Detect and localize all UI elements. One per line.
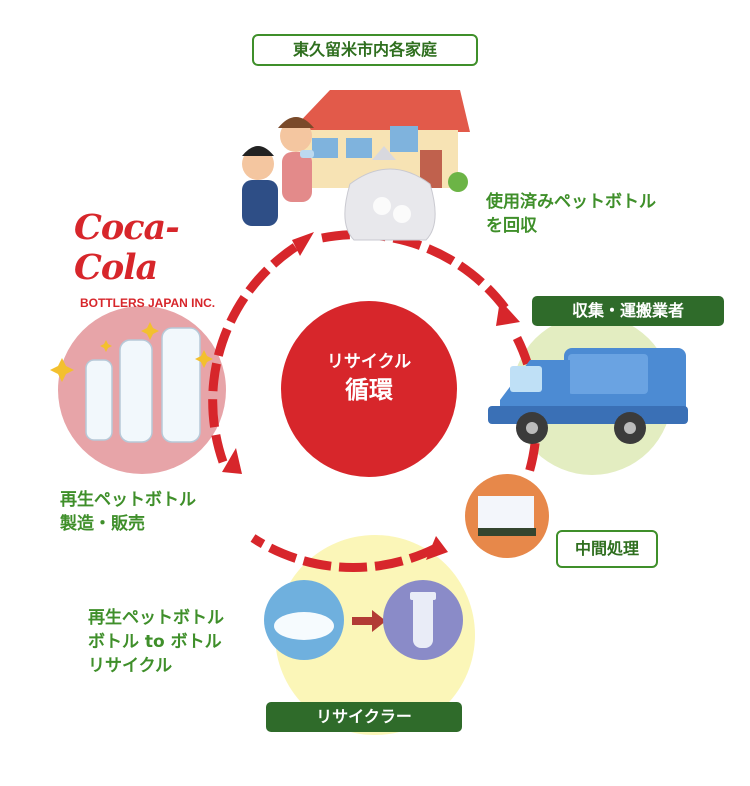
pet-bottles-illustration <box>85 327 201 443</box>
center-label-line-2: 循環 <box>345 376 393 404</box>
households-box: 東久留米市内各家庭 <box>252 34 478 66</box>
collection-label-line-2: を回収 <box>486 216 537 236</box>
collection-label: 使用済みペットボトル を回収 <box>486 190 656 238</box>
recycle-label-line-2: ボトル to ボトル <box>88 632 222 652</box>
sparkle-icons <box>50 322 213 382</box>
center-circle <box>281 301 457 477</box>
recycle-label-line-1: 再生ペットボトル <box>88 608 224 628</box>
processing-illustration <box>465 474 549 558</box>
logo-sub-text: BOTTLERS JAPAN INC. <box>80 296 216 310</box>
processing-box: 中間処理 <box>556 530 658 568</box>
collector-label: 収集・運搬業者 <box>571 301 684 320</box>
ring-arc-bottom <box>250 534 439 572</box>
ring-arc-left <box>208 240 303 464</box>
households-label: 東久留米市内各家庭 <box>292 40 437 59</box>
manufacture-label-line-2: 製造・販売 <box>60 514 145 534</box>
collector-box: 収集・運搬業者 <box>532 296 724 326</box>
manufacture-label: 再生ペットボトル 製造・販売 <box>60 488 196 536</box>
collection-label-line-1: 使用済みペットボトル <box>486 192 656 212</box>
manufacture-label-line-1: 再生ペットボトル <box>60 490 196 510</box>
arrow-head-to-manufacture <box>222 448 242 474</box>
flakes-to-preform-arrow <box>352 610 386 632</box>
arrow-head-to-households <box>292 232 314 256</box>
flakes-illustration <box>264 580 344 660</box>
people-drinking-illustration <box>242 117 314 226</box>
processing-label: 中間処理 <box>574 539 639 558</box>
ring-arc-right <box>512 335 541 478</box>
recycler-box: リサイクラー <box>266 702 462 732</box>
arrow-head-to-processing <box>426 536 448 560</box>
recycle-label: 再生ペットボトル ボトル to ボトル リサイクル <box>88 606 224 678</box>
cycle-ring <box>208 230 541 572</box>
ring-arc-top-right <box>321 230 509 311</box>
recycler-label: リサイクラー <box>316 707 412 726</box>
logo-brand-text: Coca-Cola <box>74 207 180 288</box>
preform-illustration <box>383 580 463 660</box>
used-bottle-bag-illustration <box>344 146 436 241</box>
center-label: リサイクル 循環 <box>289 350 449 406</box>
collection-truck-illustration <box>488 348 688 444</box>
coca-cola-logo: Coca-Cola BOTTLERS JAPAN INC. <box>74 207 244 311</box>
center-label-line-1: リサイクル <box>326 352 412 372</box>
arrow-head-to-collector <box>496 300 520 326</box>
recycle-label-line-3: リサイクル <box>88 656 173 676</box>
